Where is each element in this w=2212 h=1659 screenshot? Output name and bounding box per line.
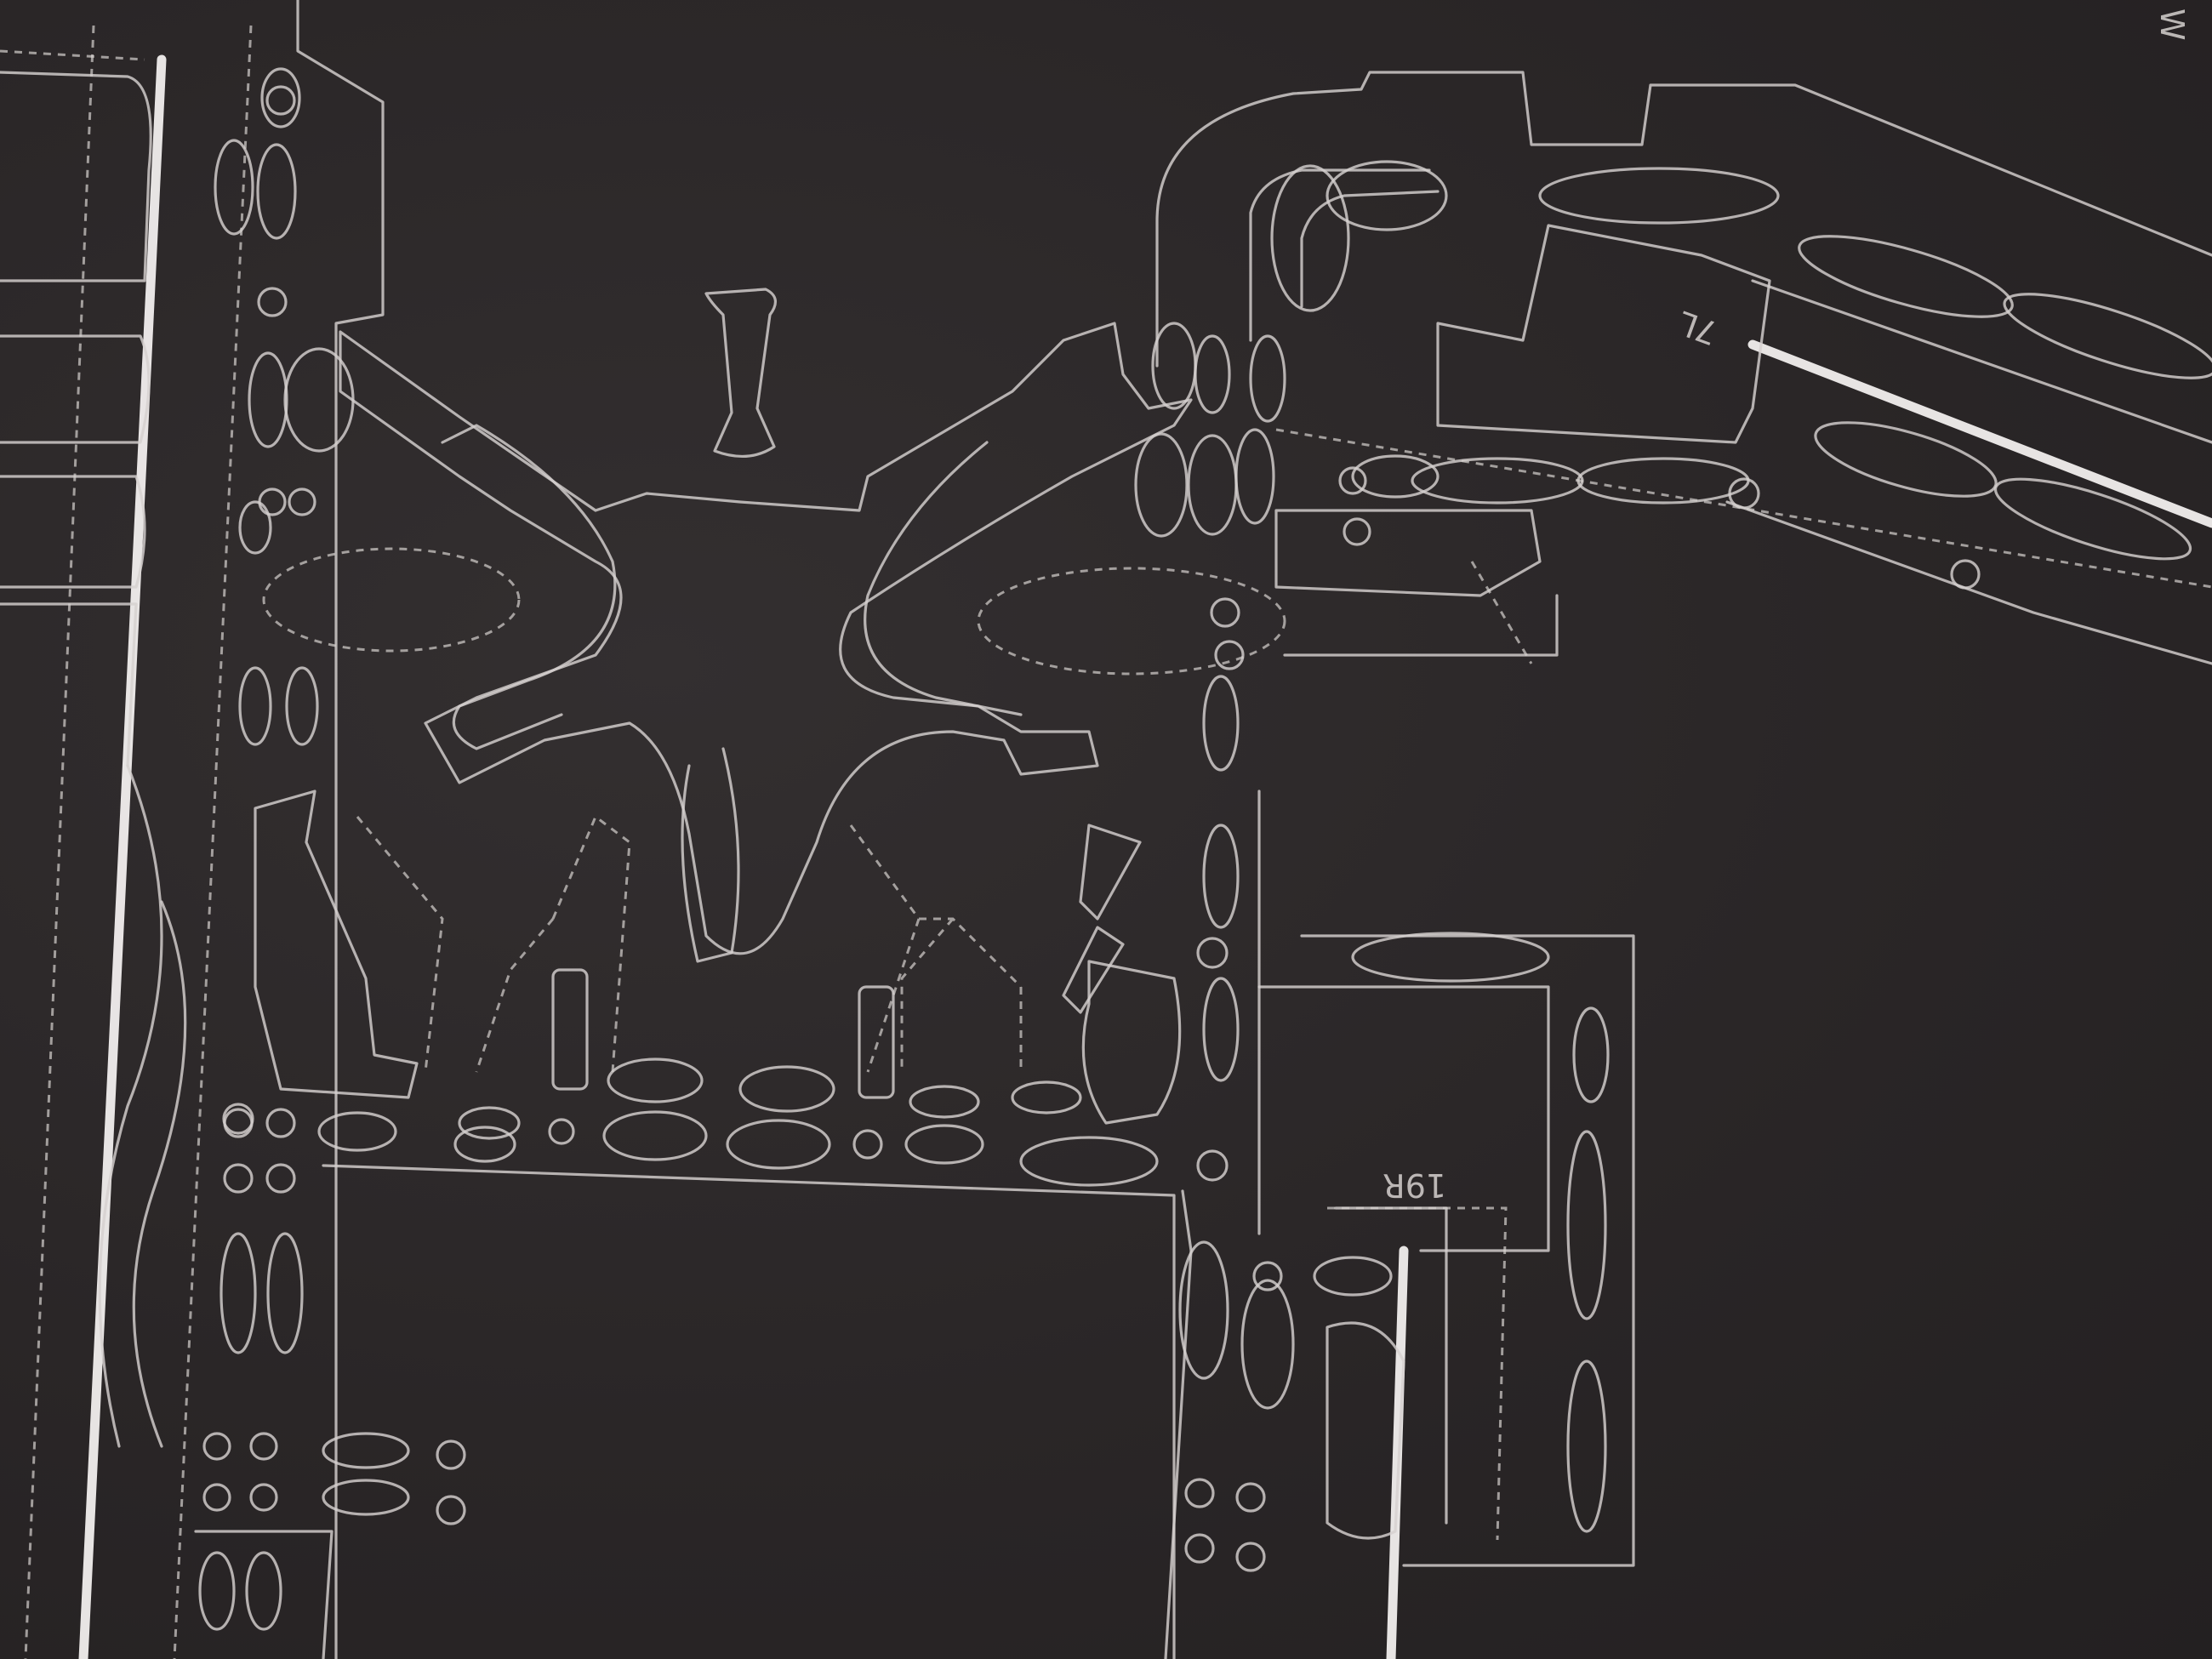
left-dashed-rails: [0, 25, 253, 1659]
left-structure: [0, 0, 385, 1659]
solid-line-right: [1747, 339, 2212, 528]
central-terminal: [262, 288, 1286, 963]
lower-piers: [254, 790, 1182, 1125]
solid-line-center: [1386, 1246, 1409, 1659]
north-east-pier: [1155, 71, 2212, 665]
right-center-column: [1134, 322, 1295, 1659]
left-oval-column: [198, 67, 466, 1631]
solid-line-left: [78, 54, 167, 1659]
runway-label-19r: 19R: [1382, 1166, 1446, 1204]
south-east-pier: [1257, 932, 1635, 1567]
runway-label-7l: 7L: [1673, 304, 1723, 352]
corner-label: W: [2153, 9, 2191, 41]
bottom-oval-row: [222, 1058, 1159, 1187]
central-building-block: [322, 1164, 1176, 1659]
